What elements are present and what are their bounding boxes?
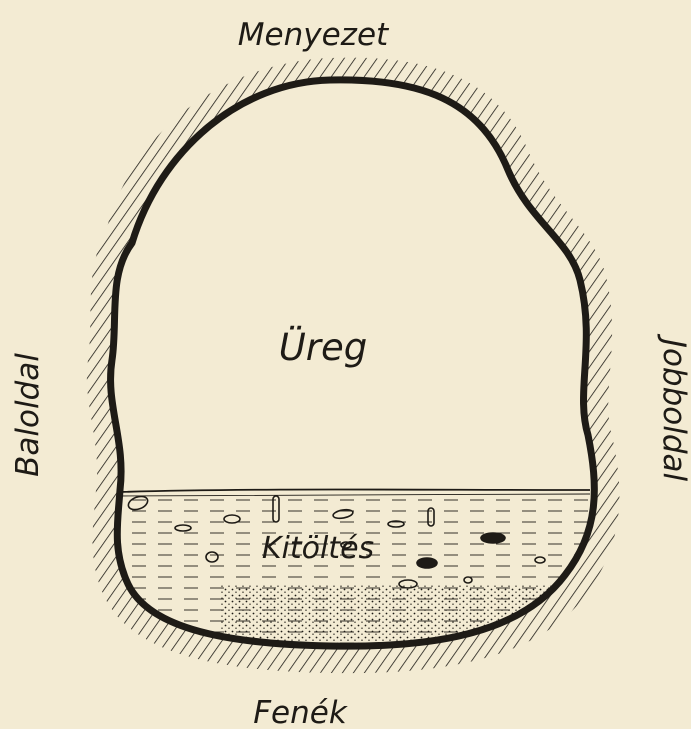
label-right-wall: Jobboldal xyxy=(656,333,691,482)
label-fill: Kitöltés xyxy=(262,531,374,566)
label-cavity: Üreg xyxy=(279,326,368,369)
label-left-wall: Baloldal xyxy=(10,353,46,477)
label-ceiling: Menyezet xyxy=(238,17,390,53)
label-floor: Fenék xyxy=(253,695,348,729)
